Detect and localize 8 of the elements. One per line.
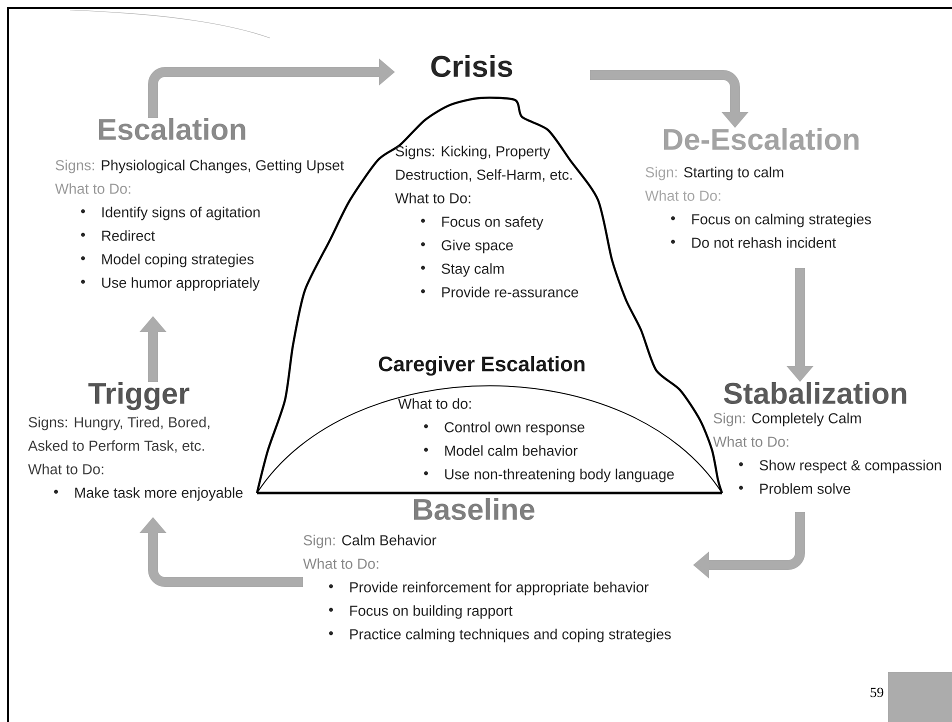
stage-text: Baseline Sign: Calm Behavior What to Do: Provide reinforcement for appropriate behavior Focus on building rapport Practice calming techniques and coping strategies xyxy=(303,498,671,642)
stage-text: De-Escalation Sign: Starting to calm What to Do: Focus on calming strategies Do not rehash incident xyxy=(645,128,871,248)
stage-text: Trigger Signs: Hungry, Tired, Bored, Asked to Perform Task, etc. What to Do: Make task more enjoyable xyxy=(28,382,243,501)
stage-text: Caregiver Escalation What to do: Control own response Model calm behavior Use non-threatening body language xyxy=(378,356,674,482)
stage-text: Escalation Signs: Physiological Changes, Getting Upset What to Do: Identify signs of agitation Redirect Model coping strategies Use humor appropriately xyxy=(55,118,344,291)
page-number: 59 xyxy=(870,688,884,698)
stage-text: Crisis Signs: Kicking, Property Destruction, Self-Harm, etc. What to Do: Focus on safety Give space Stay calm Provide re-assurance xyxy=(395,55,578,298)
stage-text: Stabalization Sign: Completely Calm What to Do: Show respect & compassion Problem solve xyxy=(713,382,941,494)
